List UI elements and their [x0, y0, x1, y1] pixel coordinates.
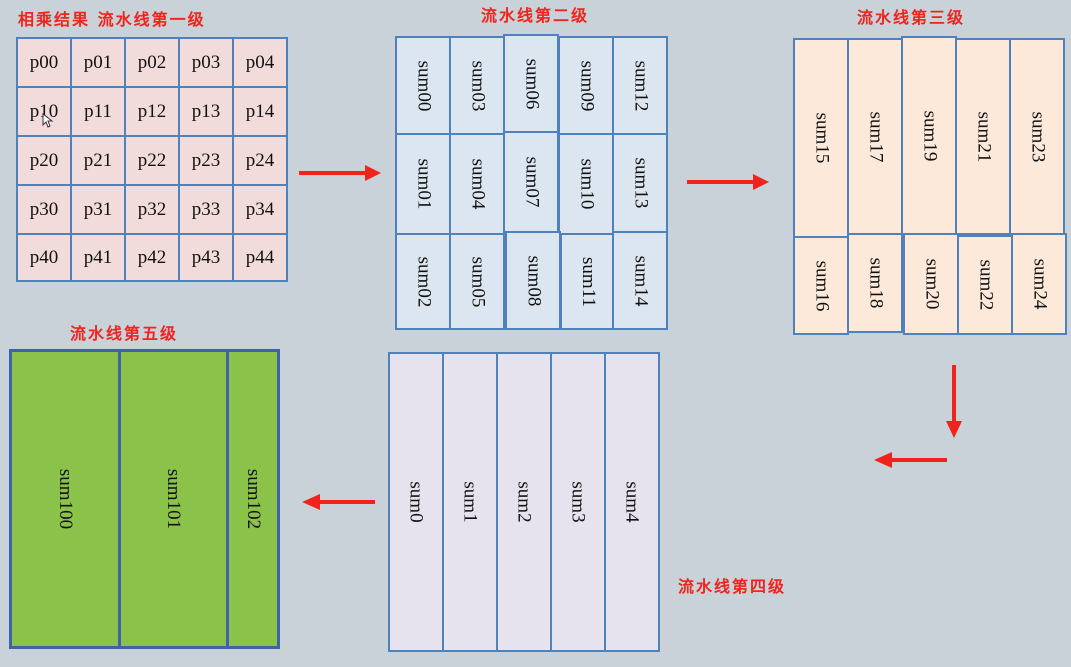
- product-cell: p43: [178, 233, 234, 282]
- sum-cell: sum07: [503, 131, 559, 233]
- sum-cell: sum101: [118, 349, 229, 649]
- product-cell: p21: [70, 135, 126, 186]
- product-cell: p22: [124, 135, 180, 186]
- arrow-down-icon: [946, 365, 962, 438]
- sum-cell: sum10: [558, 133, 614, 235]
- product-cell: p00: [16, 37, 72, 88]
- arrow-right-icon: [687, 174, 769, 190]
- sum-cell: sum06: [503, 34, 559, 133]
- stage3-title: 流水线第三级: [857, 8, 966, 27]
- product-cell: p41: [70, 233, 126, 282]
- product-cell: p24: [232, 135, 288, 186]
- sum-cell: sum08: [505, 231, 561, 330]
- product-cell: p13: [178, 86, 234, 137]
- product-cell: p32: [124, 184, 180, 235]
- product-cell: p40: [16, 233, 72, 282]
- product-cell: p03: [178, 37, 234, 88]
- mouse-cursor-icon: [42, 113, 54, 128]
- sum-cell: sum09: [558, 36, 614, 135]
- sum-cell: sum02: [395, 233, 451, 330]
- stage1-title: 相乘结果 流水线第一级: [18, 10, 206, 29]
- arrow-left-icon: [302, 494, 375, 510]
- sum-cell: sum1: [442, 352, 498, 652]
- sum-cell: sum15: [793, 38, 849, 238]
- sum-cell: sum18: [847, 233, 903, 333]
- sum-cell: sum01: [395, 133, 451, 235]
- sum-cell: sum102: [226, 349, 280, 649]
- sum-cell: sum4: [604, 352, 660, 652]
- product-cell: p44: [232, 233, 288, 282]
- product-cell: p12: [124, 86, 180, 137]
- sum-cell: sum17: [847, 38, 903, 235]
- sum-cell: sum23: [1009, 38, 1065, 235]
- stage2-title: 流水线第二级: [481, 6, 590, 25]
- sum-cell: sum05: [449, 233, 505, 330]
- product-cell: p23: [178, 135, 234, 186]
- product-cell: p30: [16, 184, 72, 235]
- sum-cell: sum22: [957, 235, 1013, 335]
- sum-cell: sum3: [550, 352, 606, 652]
- sum-cell: sum16: [793, 236, 849, 335]
- sum-cell: sum14: [612, 231, 668, 330]
- sum-cell: sum03: [449, 36, 505, 135]
- sum-cell: sum21: [955, 38, 1011, 235]
- sum-cell: sum11: [560, 233, 616, 330]
- stage4-title: 流水线第四级: [678, 577, 787, 596]
- product-cell: p33: [178, 184, 234, 235]
- sum-cell: sum24: [1011, 233, 1067, 335]
- arrow-right-icon: [299, 165, 381, 181]
- product-cell: p14: [232, 86, 288, 137]
- sum-cell: sum100: [9, 349, 121, 649]
- product-cell: p42: [124, 233, 180, 282]
- sum-cell: sum04: [449, 133, 505, 235]
- sum-cell: sum19: [901, 36, 957, 235]
- product-cell: p34: [232, 184, 288, 235]
- sum-cell: sum12: [612, 36, 668, 135]
- product-cell: p02: [124, 37, 180, 88]
- sum-cell: sum13: [612, 133, 668, 233]
- sum-cell: sum00: [395, 36, 451, 135]
- product-cell: p11: [70, 86, 126, 137]
- product-cell: p01: [70, 37, 126, 88]
- product-cell: p20: [16, 135, 72, 186]
- product-cell: p10: [16, 86, 72, 137]
- stage5-title: 流水线第五级: [70, 324, 179, 343]
- product-cell: p31: [70, 184, 126, 235]
- sum-cell: sum2: [496, 352, 552, 652]
- product-cell: p04: [232, 37, 288, 88]
- sum-cell: sum0: [388, 352, 444, 652]
- arrow-left-icon: [874, 452, 947, 468]
- sum-cell: sum20: [903, 233, 959, 335]
